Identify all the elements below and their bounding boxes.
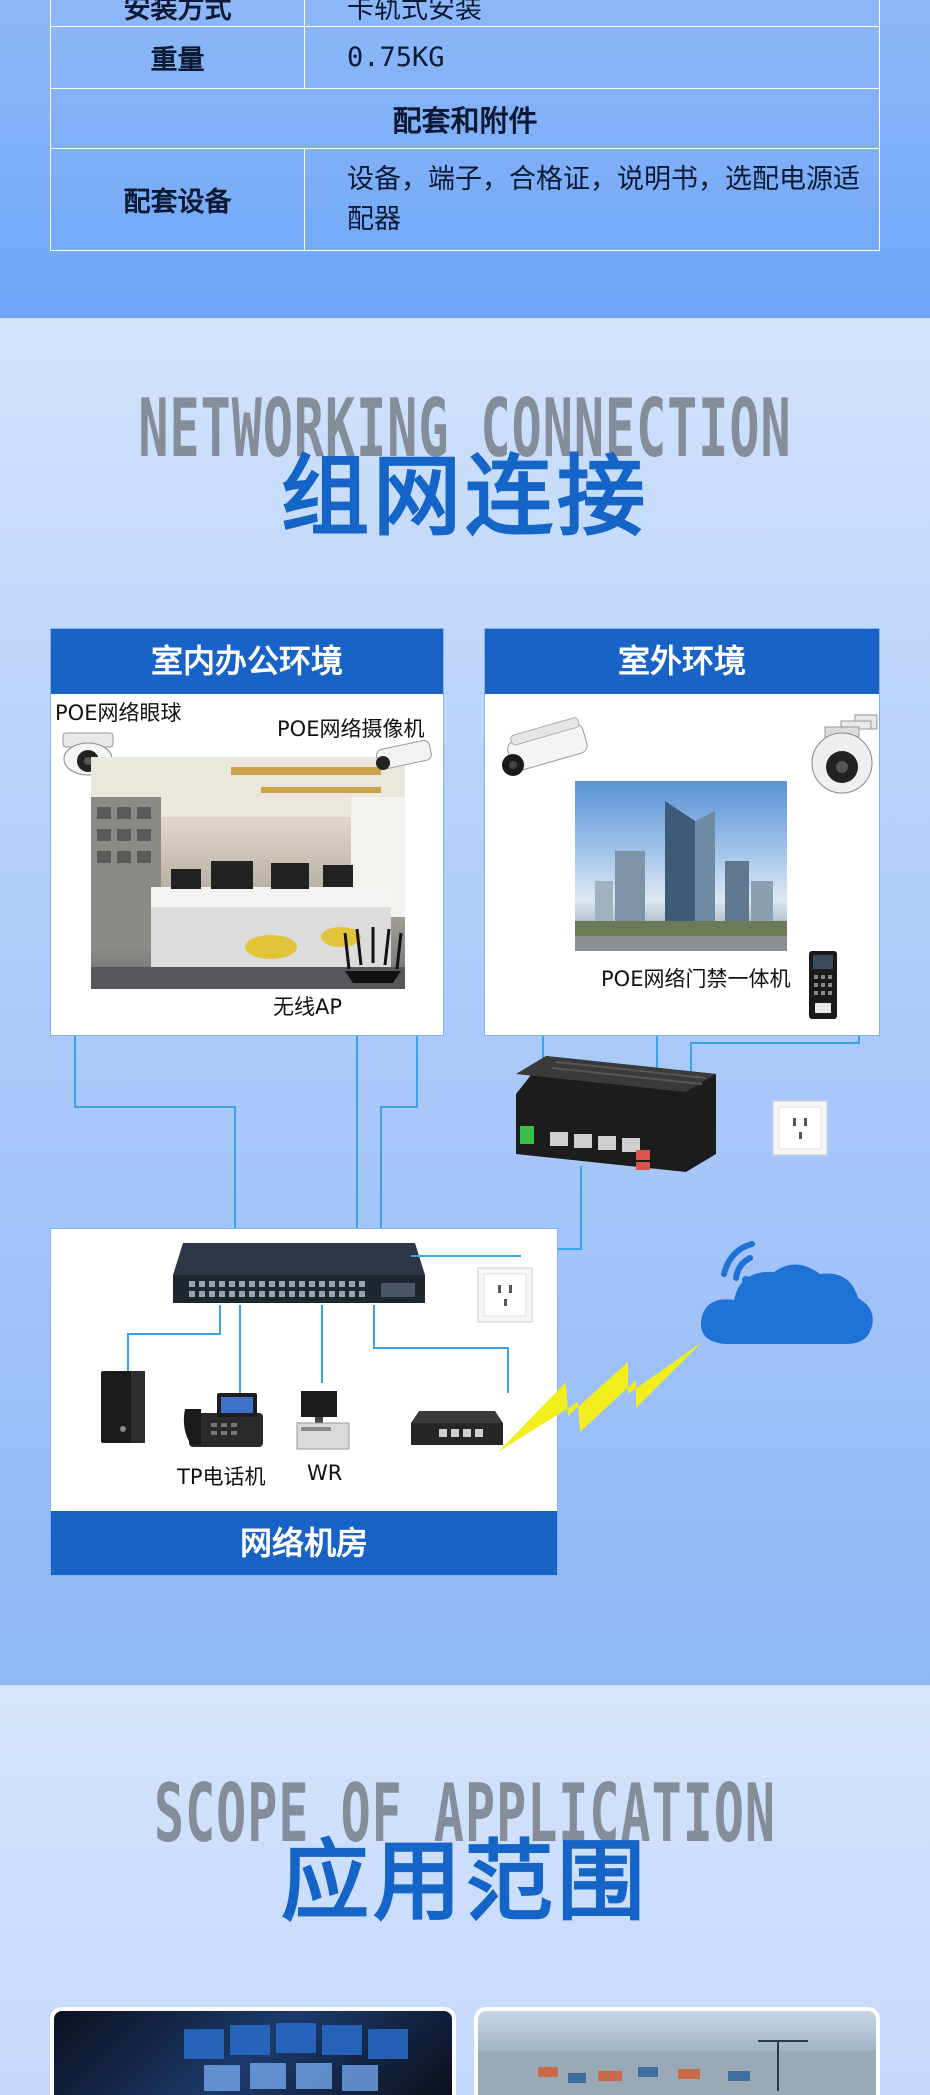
wire xyxy=(507,1347,509,1393)
application-section: SCOPE OF APPLICATION 应用范围 xyxy=(0,1685,930,2095)
bullet-camera-icon xyxy=(376,740,432,770)
spec-value: 设备，端子，合格证，说明书，选配电源适配器 xyxy=(304,148,880,251)
application-title-cn: 应用范围 xyxy=(280,1830,649,1933)
application-card xyxy=(474,2007,880,2095)
wire xyxy=(690,1042,860,1044)
wire xyxy=(356,1008,358,1252)
power-socket-icon xyxy=(477,1267,533,1323)
ip-phone-icon xyxy=(183,1393,263,1447)
city-photo xyxy=(575,781,787,951)
industrial-poe-switch-icon xyxy=(516,1056,716,1172)
server-room-panel: TP电话机 WR 网络机房 xyxy=(50,1228,558,1576)
wire xyxy=(74,1106,236,1108)
wireless-ap-icon xyxy=(343,927,403,983)
power-socket-icon xyxy=(772,1100,828,1156)
wire xyxy=(219,1305,221,1335)
table-row: 安装方式 卡轨式安装 xyxy=(50,0,880,27)
spec-key: 重量 xyxy=(50,26,305,89)
spec-key: 安装方式 xyxy=(50,0,305,27)
wire xyxy=(234,1106,236,1250)
pc-tower-icon xyxy=(101,1371,145,1443)
spec-section: 安装方式 卡轨式安装 重量 0.75KG 配套和附件 配套设备 设备，端子，合格… xyxy=(0,0,930,318)
office-scene-icon xyxy=(91,757,405,989)
wire xyxy=(239,1305,241,1395)
wire xyxy=(690,1042,692,1092)
spec-value: 卡轨式安装 xyxy=(304,0,880,27)
city-buildings-icon xyxy=(575,801,787,951)
cloud-icon xyxy=(701,1241,873,1344)
wire xyxy=(127,1333,221,1335)
outdoor-title: 室外环境 xyxy=(485,629,879,694)
workstation-icon xyxy=(296,1391,350,1450)
dome-camera-label: POE网络眼球 xyxy=(55,701,182,725)
networking-title-en: NETWORKING CONNECTION xyxy=(138,382,792,476)
networking-section: NETWORKING CONNECTION 组网连接 室内办公环境 POE网络眼… xyxy=(0,318,930,1685)
core-switch-icon xyxy=(173,1243,425,1303)
wire xyxy=(380,1106,382,1252)
bullet-camera-label: POE网络摄像机 xyxy=(277,717,425,741)
ap-label: 无线AP xyxy=(273,995,343,1019)
spec-table: 安装方式 卡轨式安装 重量 0.75KG 配套和附件 配套设备 设备，端子，合格… xyxy=(50,0,880,251)
wr-label: WR xyxy=(307,1461,343,1485)
table-row: 配套和附件 xyxy=(50,88,880,149)
table-row: 重量 0.75KG xyxy=(50,26,880,89)
office-photo xyxy=(91,757,405,989)
spec-key: 配套设备 xyxy=(50,148,305,251)
port-city-image-icon xyxy=(478,2040,876,2095)
access-control-terminal-icon xyxy=(809,951,837,1019)
lightning-icon xyxy=(498,1342,702,1452)
application-card xyxy=(50,2007,456,2095)
wire xyxy=(380,1106,418,1108)
spec-value: 0.75KG xyxy=(304,26,880,89)
wire xyxy=(580,1166,582,1250)
wire xyxy=(373,1347,509,1349)
small-switch-icon xyxy=(411,1411,503,1445)
indoor-office-panel: 室内办公环境 POE网络眼球 POE网络摄像机 xyxy=(50,628,444,1036)
speed-dome-camera-icon xyxy=(811,714,878,794)
outdoor-panel: 室外环境 xyxy=(484,628,880,1036)
access-control-label: POE网络门禁一体机 xyxy=(601,967,791,991)
bullet-camera-icon xyxy=(502,717,588,776)
control-room-image-icon xyxy=(184,2023,408,2091)
indoor-office-title: 室内办公环境 xyxy=(51,629,443,694)
ip-phone-label: TP电话机 xyxy=(177,1465,266,1489)
table-row: 配套设备 设备，端子，合格证，说明书，选配电源适配器 xyxy=(50,148,880,251)
application-title-en: SCOPE OF APPLICATION xyxy=(153,1767,777,1861)
wire xyxy=(656,1004,658,1090)
wire xyxy=(373,1305,375,1349)
wire xyxy=(127,1333,129,1375)
server-room-title: 网络机房 xyxy=(51,1511,557,1575)
networking-title-cn: 组网连接 xyxy=(280,445,649,548)
wire xyxy=(321,1305,323,1383)
wire xyxy=(411,1255,521,1257)
accessory-header: 配套和附件 xyxy=(50,88,880,149)
